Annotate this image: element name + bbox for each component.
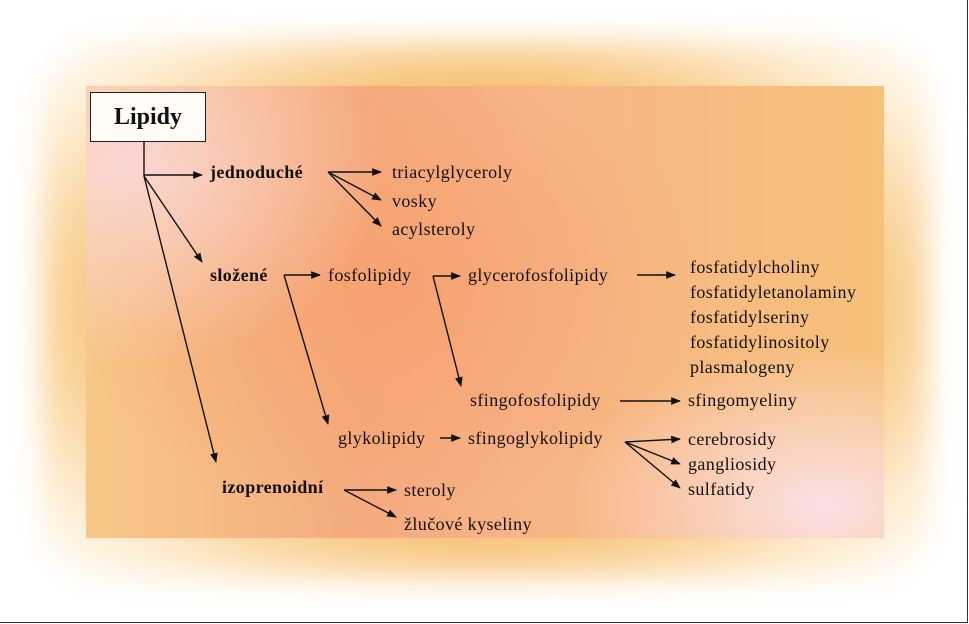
category-simple: jednoduché xyxy=(210,162,304,182)
arrow-root-complex xyxy=(143,175,203,263)
arrow-iso-zlucove xyxy=(343,489,397,518)
arrow-sg-sulfat xyxy=(624,441,681,489)
node-sfingofosfolipidy: sfingofosfolipidy xyxy=(470,390,601,410)
node-glycerofosfolipidy: glycerofosfolipidy xyxy=(468,265,609,285)
node-sfingoglykolipidy: sfingoglykolipidy xyxy=(468,428,603,448)
leaf-zlucove-kyseliny: žlučové kyseliny xyxy=(404,514,532,534)
leaf-sfingomyeliny: sfingomyeliny xyxy=(688,390,798,410)
arrow-sg-ganglio xyxy=(624,441,681,465)
node-glykolipidy: glykolipidy xyxy=(338,428,426,448)
leaf-steroly: steroly xyxy=(404,480,456,500)
arrow-complex-glyko xyxy=(283,274,330,425)
arrow-root-isoprenoid xyxy=(143,175,218,463)
leaf-acylsteroly: acylsteroly xyxy=(392,219,476,239)
leaf-fosfatidyletanolaminy: fosfatidyletanolaminy xyxy=(690,282,857,302)
leaf-gangliosidy: gangliosidy xyxy=(688,454,777,474)
leaf-vosky: vosky xyxy=(392,191,438,211)
leaf-cerebrosidy: cerebrosidy xyxy=(688,429,777,449)
arrow-simple-vosky xyxy=(327,171,382,201)
leaf-fosfatidylinositoly: fosfatidylinositoly xyxy=(690,332,830,352)
leaf-plasmalogeny: plasmalogeny xyxy=(690,357,795,377)
arrow-fosfo-sfingo xyxy=(432,275,463,387)
leaf-fosfatidylcholiny: fosfatidylcholiny xyxy=(690,257,820,277)
node-fosfolipidy: fosfolipidy xyxy=(328,265,412,285)
category-isoprenoid: izoprenoidní xyxy=(222,477,324,497)
leaf-sulfatidy: sulfatidy xyxy=(688,479,755,499)
category-complex: složené xyxy=(210,265,268,285)
arrow-simple-acyl xyxy=(327,171,382,227)
leaf-fosfatidylseriny: fosfatidylseriny xyxy=(690,307,810,327)
leaf-triacylglyceroly: triacylglyceroly xyxy=(392,162,513,182)
arrow-sg-cerebro xyxy=(624,435,681,444)
root-node-lipidy: Lipidy xyxy=(90,92,206,142)
diagram-panel xyxy=(86,86,884,538)
